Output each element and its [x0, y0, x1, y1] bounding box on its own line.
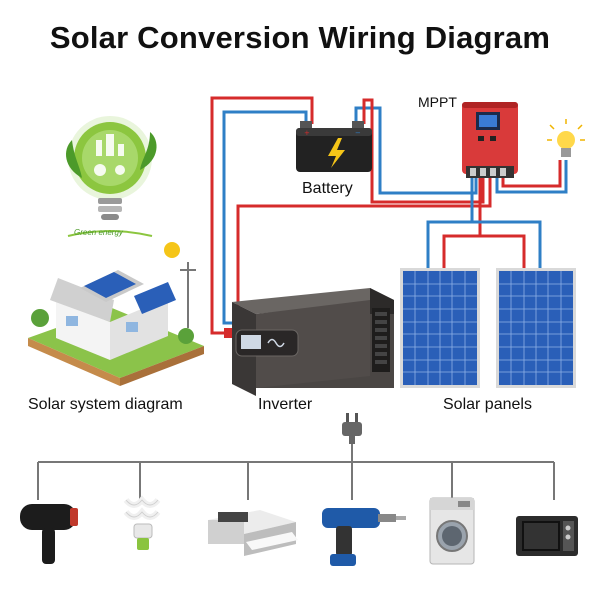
green-energy-bulb-icon [66, 116, 157, 237]
solar-panels-label: Solar panels [443, 396, 532, 413]
battery-negative-wire [222, 110, 308, 325]
mppt-controller-icon [462, 102, 518, 178]
green-energy-label: Green energy [74, 228, 123, 237]
light-bulb-icon [547, 119, 585, 157]
solar-system-diagram-label: Solar system diagram [28, 396, 183, 413]
diagram-title: Solar Conversion Wiring Diagram [49, 20, 551, 55]
mppt-label: MPPT [418, 94, 457, 110]
svg-text:−: − [355, 129, 361, 137]
mppt-to-panels-wires [426, 178, 542, 268]
solar-house-icon [28, 242, 204, 386]
battery-positive-wire [210, 96, 314, 335]
inverter-label: Inverter [258, 396, 313, 413]
cfl-bulb-icon [123, 495, 161, 550]
mppt-to-lamp-wires [495, 160, 568, 194]
power-drill-icon [322, 508, 406, 566]
washing-machine-icon [429, 497, 475, 565]
power-plug-icon [342, 413, 362, 444]
microwave-oven-icon [516, 516, 578, 556]
hair-dryer-icon [20, 504, 78, 564]
solar-panel-left [400, 268, 480, 388]
inverter-icon [224, 288, 394, 396]
load-distribution-wires [37, 444, 555, 500]
battery-label: Battery [302, 180, 353, 197]
battery-icon: + − [296, 121, 372, 172]
solar-panel-right [496, 268, 576, 388]
printer-icon [208, 510, 298, 556]
svg-text:+: + [304, 129, 310, 137]
